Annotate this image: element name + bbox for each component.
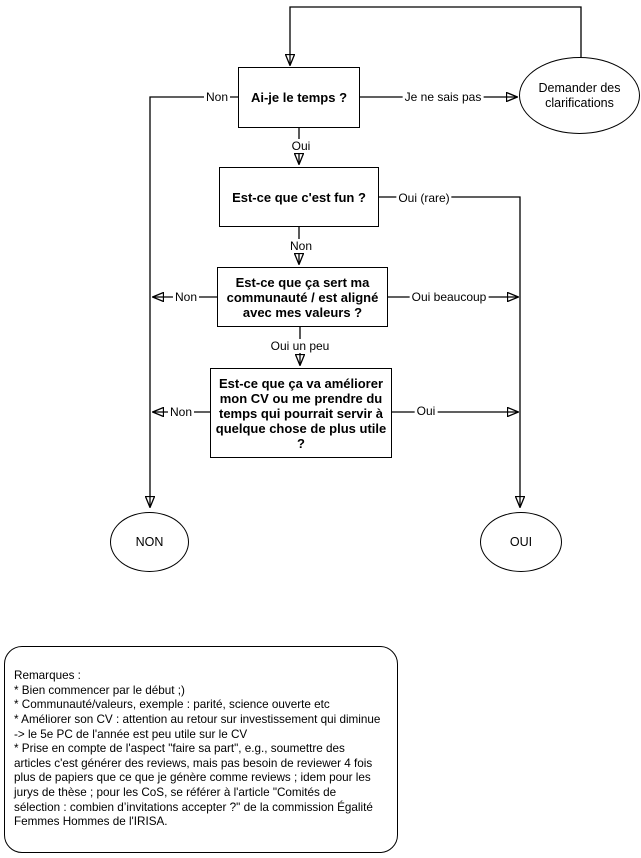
remarks-text: Remarques : * Bien commencer par le débu…	[14, 669, 381, 829]
connector-clarify-to-time	[290, 6, 582, 65]
edge-label-oui-un-peu: Oui un peu	[268, 339, 332, 353]
edge-label-non-fun: Non	[287, 239, 315, 253]
edge-label-non-time: Non	[203, 90, 231, 104]
decision-community-box: Est-ce que ça sert ma communauté / est a…	[217, 267, 388, 327]
terminal-oui-ellipse: OUI	[480, 512, 562, 572]
remarks-note: Remarques : * Bien commencer par le débu…	[4, 646, 398, 853]
edge-label-non-cv: Non	[167, 405, 195, 419]
decision-cv-box: Est-ce que ça va améliorer mon CV ou me …	[210, 368, 392, 458]
edge-label-oui-cv: Oui	[414, 404, 438, 418]
edge-label-oui-beaucoup: Oui beaucoup	[409, 290, 489, 304]
clarifications-ellipse: Demander des clarifications	[519, 57, 640, 134]
edge-label-je-ne-sais-pas: Je ne sais pas	[402, 90, 484, 104]
connector-fun-to-oui	[379, 196, 520, 507]
edge-label-non-community: Non	[172, 290, 200, 304]
terminal-non-ellipse: NON	[110, 512, 189, 572]
edge-label-oui-rare: Oui (rare)	[396, 191, 452, 205]
edge-label-oui-time: Oui	[289, 139, 313, 153]
decision-fun-box: Est-ce que c'est fun ?	[219, 167, 379, 227]
decision-time-box: Ai-je le temps ?	[238, 67, 360, 128]
